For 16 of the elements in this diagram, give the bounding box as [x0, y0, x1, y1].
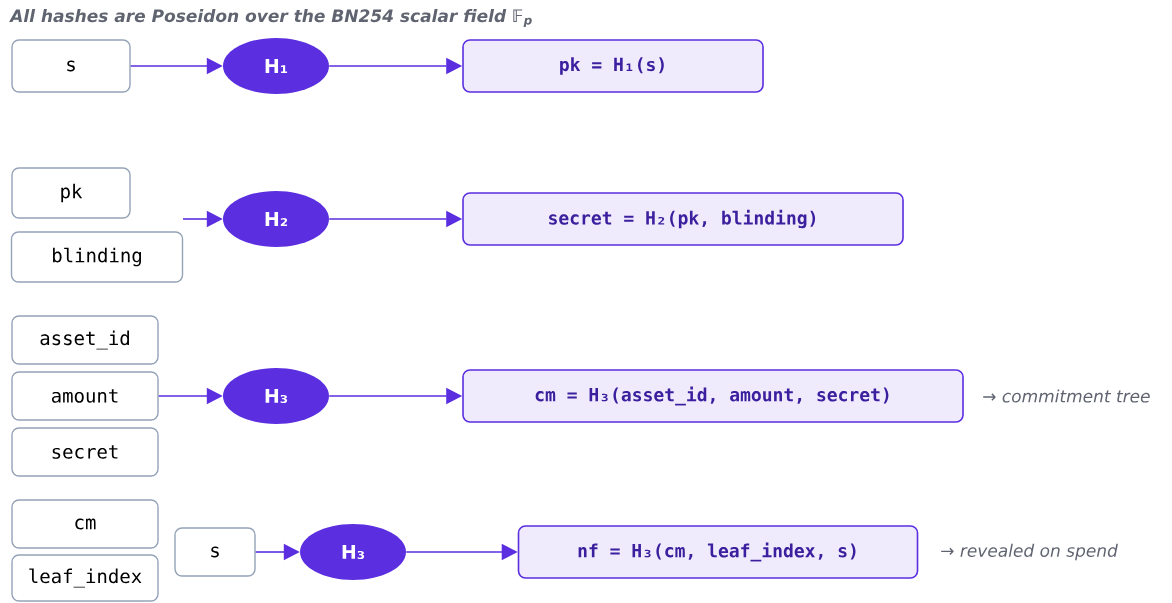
note-text: → commitment tree [983, 389, 1150, 403]
output-box: pk = H₁(s) [462, 39, 764, 93]
input-box: pk [11, 167, 131, 219]
output-box: cm = H₃(asset_id, amount, secret) [462, 369, 964, 423]
input-box: secret [11, 427, 159, 477]
input-box: amount [11, 371, 159, 421]
input-box: leaf_index [11, 554, 159, 602]
title: All hashes are Poseidon over the BN254 scalar field 𝔽$_{p}$ [9, 9, 532, 27]
note-text: → revealed on spend [941, 543, 1118, 561]
output-box: secret = H₂(pk, blinding) [462, 192, 904, 246]
input-box: s [11, 39, 131, 93]
input-box: blinding [10, 231, 184, 283]
output-box: nf = H₃(cm, leaf_index, s) [517, 525, 919, 579]
input-box: cm [11, 499, 159, 549]
input-box: asset_id [11, 315, 159, 365]
input-box: s [174, 527, 256, 577]
